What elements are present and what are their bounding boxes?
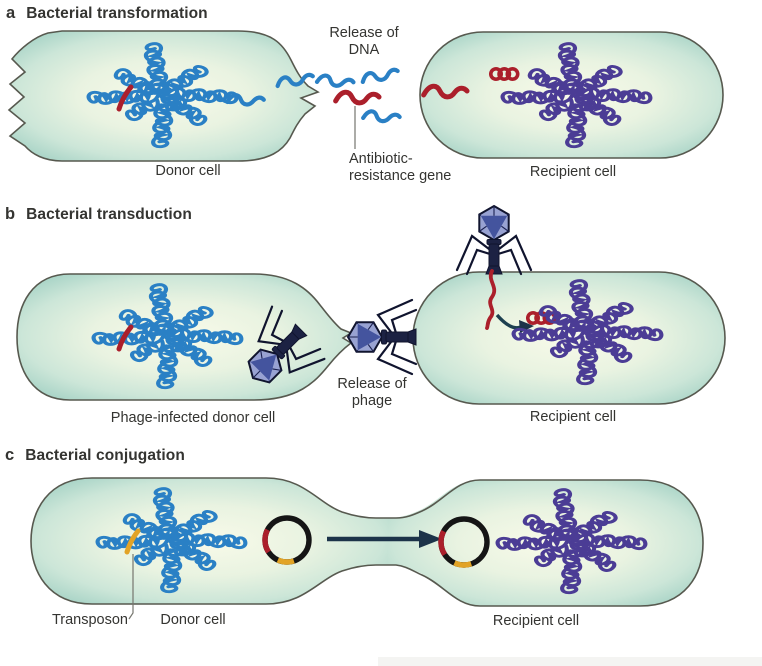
panel-a-title: Bacterial transformation xyxy=(26,5,208,22)
resistance-gene-fragment xyxy=(336,92,380,105)
panel-b-heading: b Bacterial transduction xyxy=(5,205,192,224)
transfer-arrow-head xyxy=(419,530,442,548)
panel-b-title: Bacterial transduction xyxy=(26,206,192,223)
phage-infecting-recipient xyxy=(455,204,533,276)
donor-cell-c-label: Donor cell xyxy=(160,612,226,628)
panel-b-graphics xyxy=(16,204,726,406)
conjugation-bridge-outline xyxy=(30,477,704,607)
recipient-cell-c-label: Recipient cell xyxy=(492,613,580,629)
transposon-segment xyxy=(124,528,141,555)
phage-being-released xyxy=(346,298,418,376)
recipient-cell-b-label: Recipient cell xyxy=(529,409,617,425)
panel-c-letter: c xyxy=(5,446,15,464)
transposon-label: Transposon xyxy=(51,612,128,628)
panel-a-graphics xyxy=(7,30,724,162)
transposon-pointer-line xyxy=(128,554,134,620)
antibiotic-resistance-gene-label: Antibiotic- resistance gene xyxy=(349,151,452,184)
donor-cell-a-label: Donor cell xyxy=(155,163,221,179)
panel-b-letter: b xyxy=(5,205,16,223)
resistance-gene-on-chromosome-b xyxy=(116,324,134,352)
release-of-phage-label: Release of phage xyxy=(337,376,407,409)
panel-c-graphics xyxy=(30,477,704,620)
donor-plasmid xyxy=(262,515,312,565)
recipient-cell-a-label: Recipient cell xyxy=(529,164,617,180)
cropped-watermark-strip xyxy=(378,657,762,666)
injected-dna-strand xyxy=(485,269,497,330)
panel-a-heading: a Bacterial transformation xyxy=(6,4,208,23)
panel-c-title: Bacterial conjugation xyxy=(25,447,185,464)
panel-a-letter: a xyxy=(6,4,16,22)
panel-c-heading: c Bacterial conjugation xyxy=(5,446,185,465)
phage-infected-donor-cell-label: Phage-infected donor cell xyxy=(110,410,276,426)
transferred-plasmid xyxy=(438,516,490,568)
release-of-dna-label: Release of DNA xyxy=(329,25,399,58)
injection-arrow xyxy=(495,313,522,330)
resistance-gene-on-chromosome-a xyxy=(116,84,134,112)
